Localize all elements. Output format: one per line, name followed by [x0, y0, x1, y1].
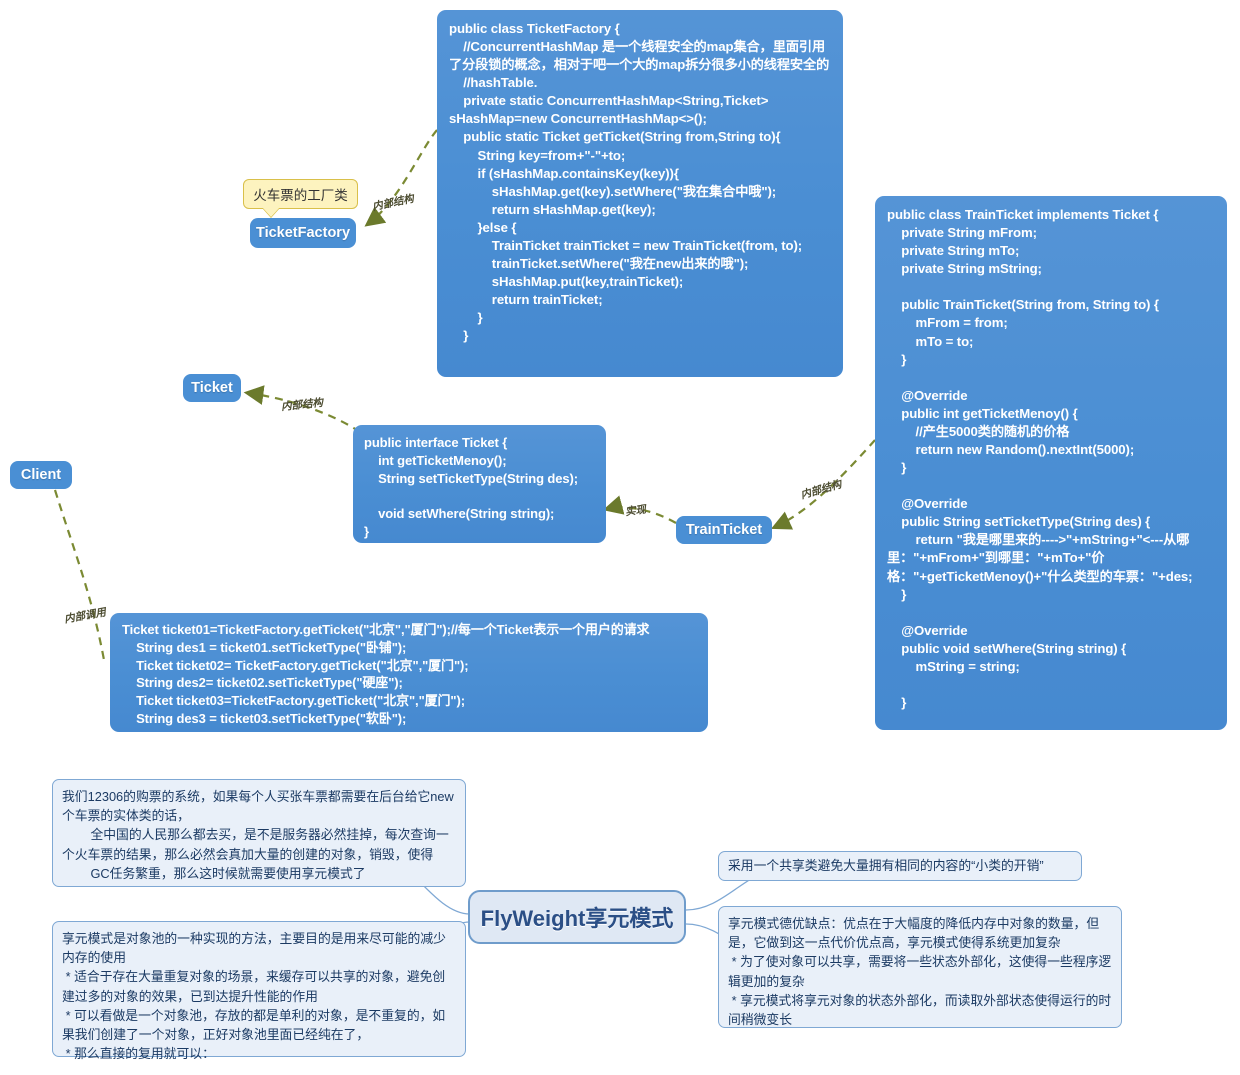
edge-label-implements: 实现 — [624, 503, 647, 519]
edge-label-factory-internal: 内部结构 — [371, 192, 415, 214]
note-purpose: 采用一个共享类避免大量拥有相同的内容的“小类的开销” — [718, 851, 1082, 881]
callout-text: 火车票的工厂类 — [253, 188, 348, 203]
code-panel-ticket-interface: public interface Ticket { int getTicketM… — [353, 425, 606, 543]
node-client[interactable]: Client — [10, 461, 72, 489]
node-ticket-factory[interactable]: TicketFactory — [250, 218, 356, 248]
code-panel-client-usage: Ticket ticket01=TicketFactory.getTicket(… — [110, 613, 708, 732]
callout-ticket-factory: 火车票的工厂类 — [243, 179, 358, 217]
node-train-ticket[interactable]: TrainTicket — [676, 516, 772, 544]
edge-label-client-invoke: 内部调用 — [63, 606, 107, 626]
note-pros-cons: 享元模式德优缺点：优点在于大幅度的降低内存中对象的数量，但是，它做到这一点代价优… — [718, 906, 1122, 1028]
node-client-label: Client — [20, 467, 62, 483]
edge-client-invoke — [53, 489, 106, 661]
callout-tail-icon — [262, 207, 280, 217]
node-ticket-factory-label: TicketFactory — [255, 225, 351, 241]
node-ticket-label: Ticket — [191, 380, 233, 396]
code-panel-train-ticket: public class TrainTicket implements Tick… — [875, 196, 1227, 730]
central-topic-label: FlyWeight享元模式 — [480, 906, 674, 931]
node-ticket[interactable]: Ticket — [183, 374, 241, 402]
central-topic[interactable]: FlyWeight享元模式 — [468, 890, 686, 944]
node-train-ticket-label: TrainTicket — [685, 522, 763, 538]
note-definition: 享元模式是对象池的一种实现的方法，主要目的是用来尽可能的减少内存的使用 * 适合… — [52, 921, 466, 1061]
note-scenario: 我们12306的购票的系统，如果每个人买张车票都需要在后台给它new个车票的实体… — [52, 779, 466, 887]
code-panel-ticket-factory: public class TicketFactory { //Concurren… — [437, 10, 843, 377]
edge-label-trainticket-internal: 内部结构 — [799, 478, 843, 502]
edge-label-ticket-internal: 内部结构 — [280, 396, 324, 414]
